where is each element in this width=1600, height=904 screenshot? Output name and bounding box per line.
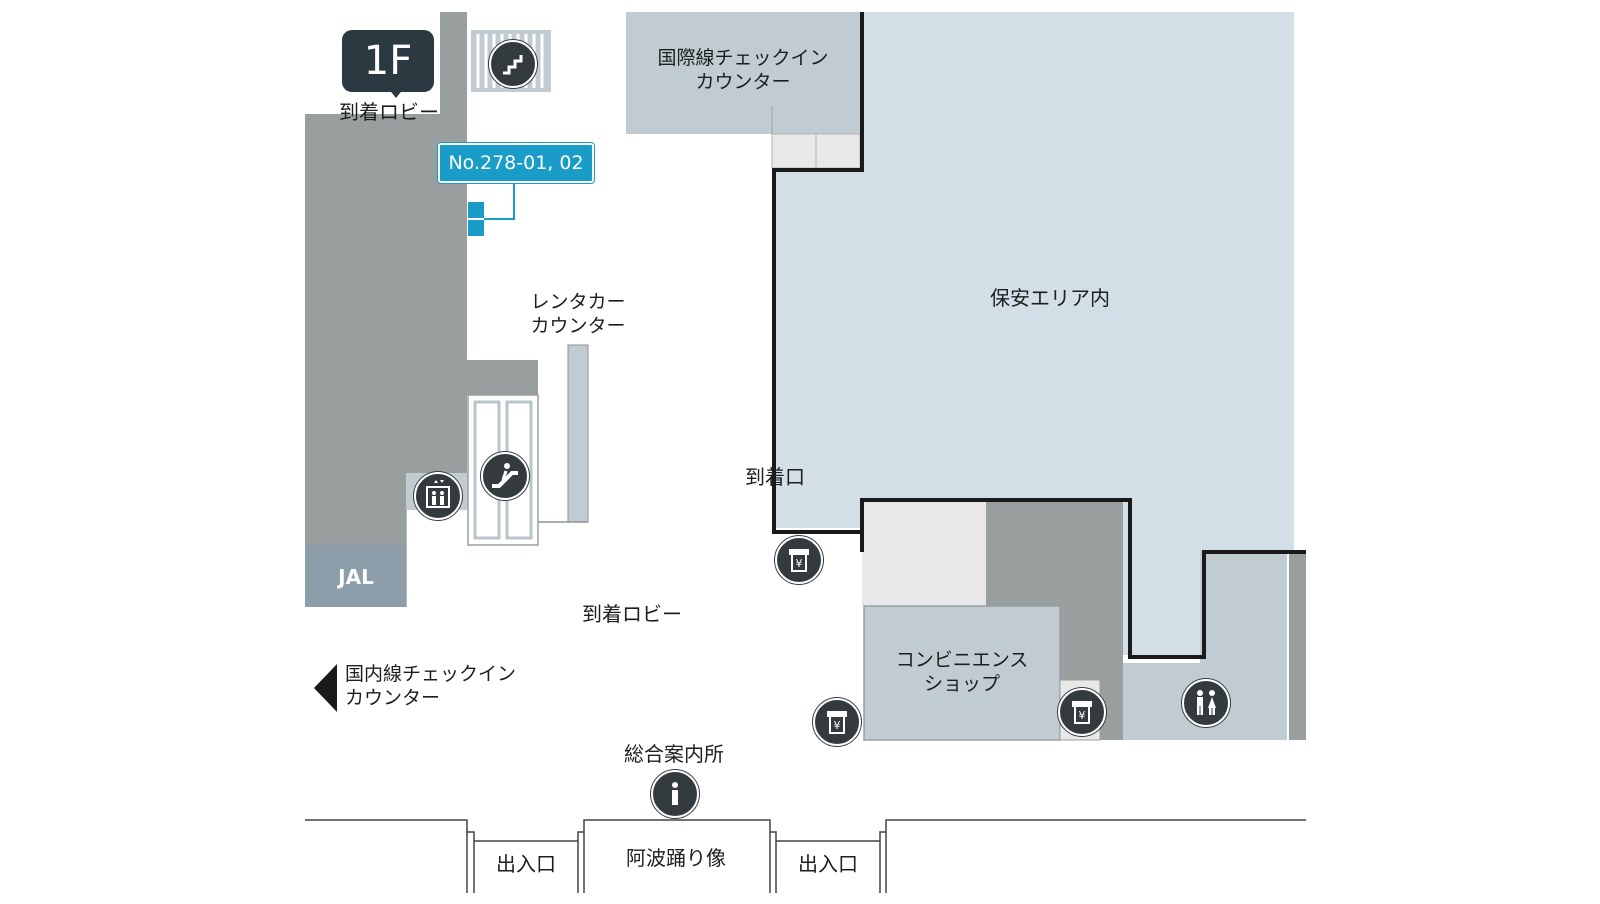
- arrival-lobby-main-label: 到着ロビー: [582, 602, 682, 626]
- intl-checkin-zone: [626, 12, 860, 134]
- rental-car-text: レンタカー カウンター: [530, 291, 626, 337]
- spot-block-1: [468, 202, 484, 218]
- convenience-store-label: コンビニエンス ショップ: [882, 648, 1042, 696]
- convenience-store-text: コンビニエンス ショップ: [895, 649, 1029, 695]
- elevator-icon[interactable]: [414, 472, 462, 520]
- left-dark-zone: [305, 12, 538, 545]
- svg-text:¥: ¥: [796, 557, 803, 570]
- right-dark-strip: [1288, 550, 1306, 740]
- restroom-back: [1200, 550, 1288, 663]
- spot-block-2: [468, 220, 484, 236]
- information-icon[interactable]: [651, 770, 699, 818]
- security-area-zone: [772, 12, 1294, 655]
- awa-odori-statue-label: 阿波踊り像: [626, 846, 726, 870]
- domestic-arrow: [314, 664, 337, 712]
- stairs-icon[interactable]: [489, 40, 537, 88]
- svg-text:¥: ¥: [834, 719, 841, 732]
- information-label: 総合案内所: [624, 742, 724, 766]
- domestic-checkin-text: 国内線チェックイン カウンター: [345, 663, 517, 709]
- entrance-right-label: 出入口: [798, 852, 858, 876]
- rental-car-label: レンタカー カウンター: [520, 290, 636, 338]
- restroom-icon[interactable]: [1182, 679, 1230, 727]
- security-area-label: 保安エリア内: [990, 286, 1110, 310]
- intl-gate-box-1: [771, 133, 817, 169]
- spot-number-badge[interactable]: No.278-01, 02: [438, 143, 594, 183]
- entrance-walls: [305, 819, 1306, 893]
- domestic-checkin-label[interactable]: 国内線チェックイン カウンター: [345, 662, 535, 710]
- rental-counter-bar: [567, 344, 589, 523]
- floor-badge: 1F: [342, 30, 434, 92]
- atm-icon[interactable]: ¥: [775, 536, 823, 584]
- spot-leader: [484, 178, 515, 220]
- convenience-zone: [863, 605, 1061, 741]
- intl-checkin-text: 国際線チェックイン カウンター: [657, 47, 829, 93]
- room-light: [862, 500, 986, 606]
- walls: [772, 12, 1306, 659]
- atm-icon[interactable]: ¥: [813, 698, 861, 746]
- jal-label: JAL: [338, 565, 374, 589]
- arrival-lobby-top-label: 到着ロビー: [339, 100, 439, 124]
- jal-zone: [305, 545, 406, 607]
- svg-text:¥: ¥: [1079, 709, 1086, 722]
- intl-checkin-label: 国際線チェックイン カウンター: [640, 46, 846, 94]
- arrival-gate-label: 到着口: [745, 465, 805, 489]
- floor-badge-tail: [388, 88, 404, 98]
- atm-icon[interactable]: ¥: [1058, 688, 1106, 736]
- escalator-icon[interactable]: [481, 452, 529, 500]
- intl-gate-box-2: [815, 133, 861, 169]
- entrance-left-label: 出入口: [496, 852, 556, 876]
